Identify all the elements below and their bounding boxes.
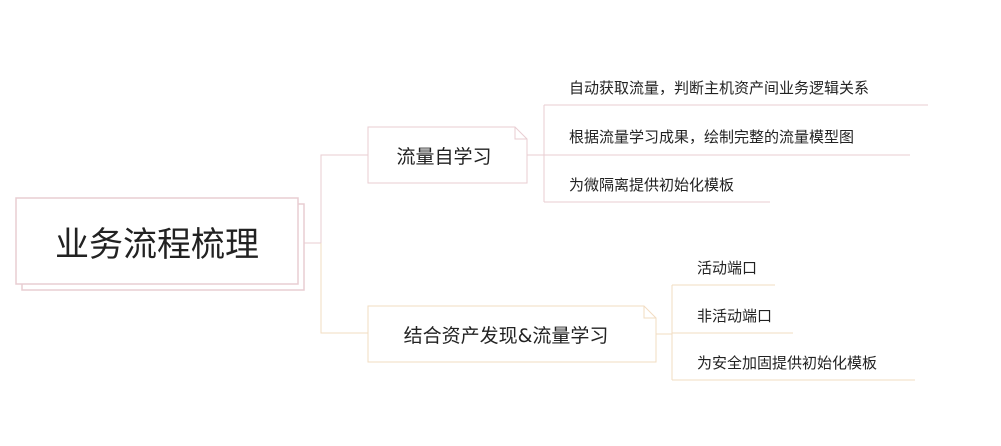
branch-node-traffic-learning[interactable]: 流量自学习: [396, 145, 492, 168]
branch-node-asset-discovery[interactable]: 结合资产发现&流量学习: [403, 324, 609, 347]
root-node[interactable]: 业务流程梳理: [55, 224, 259, 265]
leaf-node[interactable]: 非活动端口: [697, 307, 773, 325]
leaf-node[interactable]: 根据流量学习成果，绘制完整的流量模型图: [569, 128, 855, 146]
connector-branch-2: [320, 243, 368, 334]
leaf-node[interactable]: 自动获取流量，判断主机资产间业务逻辑关系: [569, 79, 870, 97]
leaf-node[interactable]: 活动端口: [697, 259, 758, 277]
root-box: [15, 197, 299, 285]
leaf-node[interactable]: 为微隔离提供初始化模板: [569, 176, 735, 194]
branch-2-box: [367, 305, 657, 363]
leaf-connectors-1: [527, 104, 928, 203]
leaf-connectors-2: [656, 284, 915, 381]
leaf-node[interactable]: 为安全加固提供初始化模板: [697, 354, 878, 372]
branch-1-box: [367, 126, 528, 184]
connector-branch-1: [304, 154, 368, 244]
